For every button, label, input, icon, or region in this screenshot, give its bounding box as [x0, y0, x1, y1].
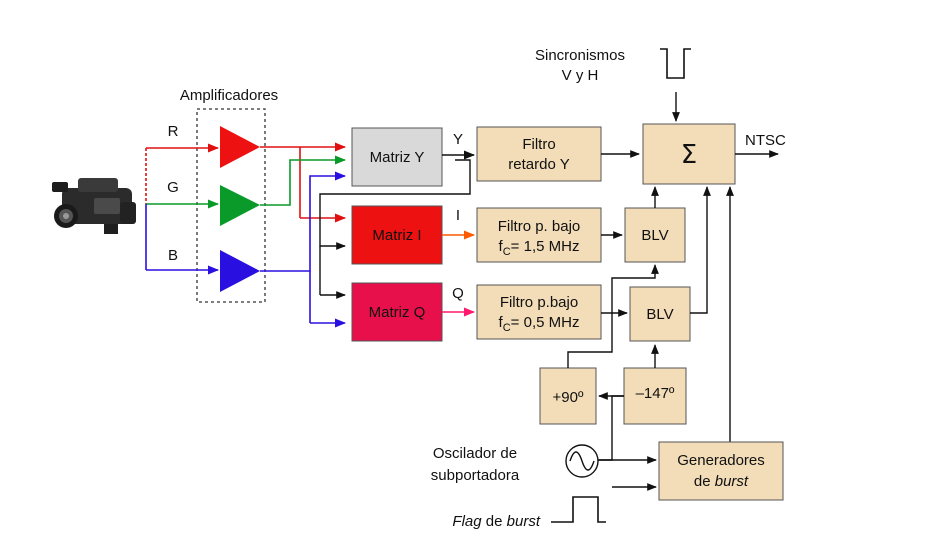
matriz-y-label: Matriz Y [370, 149, 425, 166]
generadores-line1: Generadores [677, 452, 765, 469]
filtro-y-line1: Filtro [522, 136, 555, 153]
matriz-q-label: Matriz Q [369, 304, 426, 321]
oscillator-sine-icon [565, 444, 599, 478]
phase-90-block [539, 367, 597, 425]
filtro-i-block [476, 207, 602, 263]
b-label: B [168, 247, 178, 264]
q-label: Q [452, 285, 464, 302]
amplifier-r-triangle [220, 126, 260, 168]
amplifier-g-triangle [220, 185, 260, 226]
phase-147-label: –147º [636, 385, 675, 402]
burst-flag-pulse-icon [551, 496, 606, 523]
y-label: Y [453, 131, 463, 148]
blv-1-block [624, 207, 686, 263]
phase-147-block [623, 367, 687, 425]
camera-output-lines [145, 143, 220, 275]
filtro-q-line1: Filtro p.bajo [500, 294, 578, 311]
oscilador-line1: Oscilador de [433, 445, 517, 462]
blv-to-sum-lines [651, 186, 711, 314]
filter-output-arrows [601, 150, 640, 317]
black-signal-lines [319, 159, 471, 299]
phase-90-label: +90º [553, 389, 584, 406]
generadores-burst-block [658, 441, 784, 501]
blv-1-label: BLV [641, 227, 668, 244]
blv-2-block [629, 286, 691, 342]
sync-pulse-icon [660, 48, 691, 79]
sincronismos-line1: Sincronismos [535, 47, 625, 64]
matriz-i-block [351, 205, 443, 265]
matriz-q-block [351, 282, 443, 342]
filtro-q-block [476, 284, 602, 340]
matriz-y-block [351, 127, 443, 187]
amplifier-b-triangle [220, 250, 260, 292]
generadores-line2: de burst [694, 473, 749, 490]
sum-block [642, 123, 736, 185]
flag-de-burst-label: Flag de burst [452, 513, 540, 530]
oscilador-line2: subportadora [431, 467, 520, 484]
filtro-i-line2: fC= 1,5 MHz [499, 238, 580, 258]
filtro-retardo-y-block [476, 126, 602, 182]
i-label: I [456, 207, 460, 224]
ntsc-label: NTSC [745, 132, 786, 149]
r-label: R [168, 123, 179, 140]
sum-symbol: Σ [681, 140, 697, 170]
filtro-q-line2: fC= 0,5 MHz [499, 314, 580, 334]
sincronismos-line2: V y H [562, 67, 599, 84]
amplificadores-label: Amplificadores [180, 87, 278, 104]
filtro-y-line2: retardo Y [508, 156, 569, 173]
r-signal-lines [260, 142, 347, 223]
g-signal-lines [260, 155, 347, 206]
b-signal-lines [260, 171, 347, 328]
matrix-output-arrows [442, 150, 476, 317]
video-camera-icon [52, 178, 136, 234]
blv-2-label: BLV [646, 306, 673, 323]
matriz-i-label: Matriz I [372, 227, 421, 244]
filtro-i-line1: Filtro p. bajo [498, 218, 581, 235]
g-label: G [167, 179, 179, 196]
